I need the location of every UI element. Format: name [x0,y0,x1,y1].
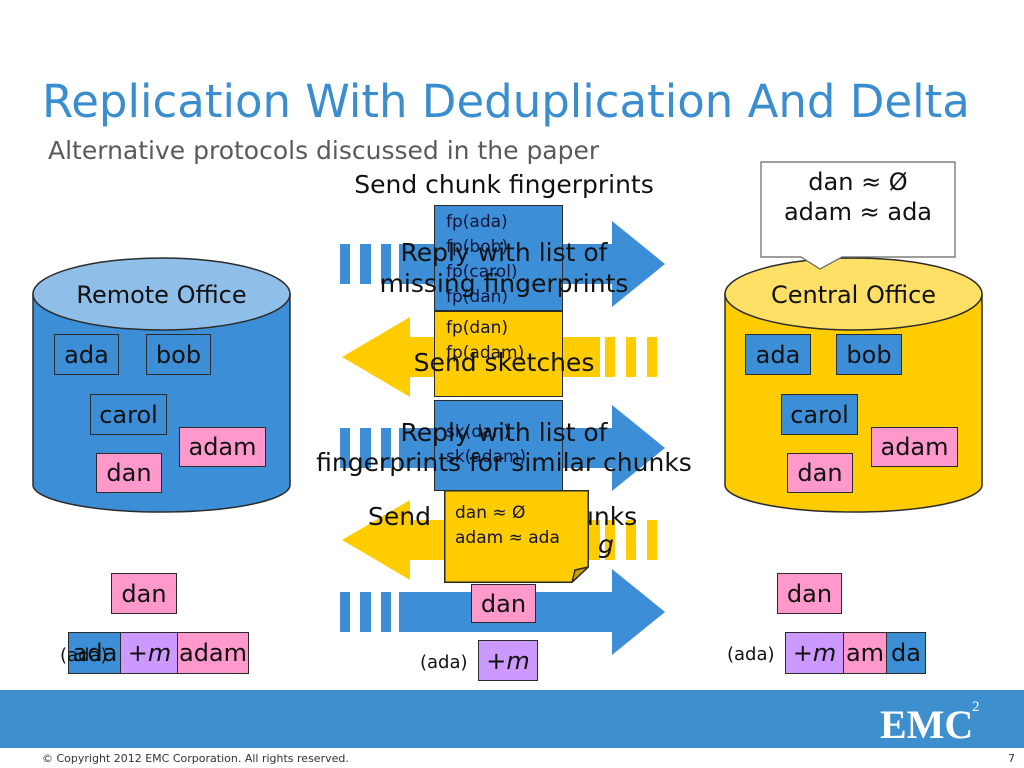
central-result-adam-fragment: am [843,632,887,674]
transfer-delta: +m [478,640,538,681]
arrow-dash [381,592,391,632]
sketch-entry: sk(adam) [446,447,527,467]
footer-band [0,690,1024,748]
remote-chunk-bob: bob [146,334,211,375]
fingerprint-entry: fp(ada) [446,212,508,232]
arrow-dash [626,520,636,560]
arrow-dash [647,337,657,377]
central-office-cylinder-top [724,257,983,331]
label-send-sketches: Send sketches [413,348,595,377]
missing-fingerprint-entry: fp(dan) [446,318,509,338]
arrow-dash [626,337,636,377]
central-chunk-ada: ada [745,334,811,375]
label-send-fingerprints: Send chunk fingerprints [354,170,654,199]
arrow-dash [340,244,350,284]
emc-logo: EMC [880,702,974,747]
note-fold [571,566,589,583]
page-number: 7 [1008,752,1015,765]
fingerprint-entry: fp(dan) [446,287,509,307]
callout-shape [760,161,956,270]
remote-result-base-chunk: ada [68,632,122,674]
arrow-dash [340,428,350,468]
label-send-chunks-start: Send [368,502,431,531]
transfer-chunk-dan: dan [471,584,536,623]
similarity-entry: dan ≈ Ø [455,503,526,523]
central-chunk-bob: bob [836,334,902,375]
arrow-dash [360,428,371,468]
label-reply-similar-line1: Reply with list of [400,418,608,447]
copyright-text: © Copyright 2012 EMC Corporation. All ri… [42,752,349,765]
remote-chunk-adam: adam [179,427,266,467]
delta-sign: + [486,646,507,675]
delta-sign: + [792,639,813,667]
central-result-chunk-dan: dan [777,573,842,614]
central-chunk-adam: adam [871,427,958,467]
label-reply-missing-line1: Reply with list of [400,238,608,267]
remote-office-cylinder-top [32,257,291,331]
remote-chunk-ada: ada [54,334,119,375]
fingerprints-message: fp(ada) fp(bob) fp(carol) fp(dan) [434,205,563,311]
similarity-entry: adam ≈ ada [455,528,560,548]
slide-title: Replication With Deduplication And Delta [42,75,970,128]
emc-logo-superscript: 2 [972,699,980,715]
remote-chunk-dan: dan [96,453,162,493]
note-shape [444,490,589,583]
arrow-dash [605,337,615,377]
remote-office-label: Remote Office [76,281,247,309]
arrow-dash [360,244,371,284]
sketches-message: sk(dan) sk(adam) [434,400,563,491]
delta-variable: m [506,646,530,675]
sketch-entry: sk(dan) [446,422,510,442]
callout-line: dan ≈ Ø [808,168,908,196]
central-chunk-dan: dan [787,453,853,493]
remote-result-chunk-dan: dan [111,573,177,614]
delta-variable: m [147,639,172,667]
similarity-note: dan ≈ Ø adam ≈ ada [444,490,589,583]
arrow-dash [647,520,657,560]
arrow-dash [381,244,391,284]
remote-result-base-ref: (ada) [60,645,108,666]
missing-fingerprints-message: fp(dan) fp(adam) [434,311,563,397]
fingerprint-entry: fp(bob) [446,237,509,257]
label-reply-similar-line2: fingerprints for similar chunks [316,448,692,477]
central-result-delta: +m [785,632,844,674]
transfer-base-ref: (ada) [420,652,468,673]
label-send-chunks-line2: g [598,530,614,559]
arrow-dash [605,520,615,560]
central-office-label: Central Office [770,281,937,309]
remote-result-delta: +m [120,632,179,674]
delta-variable: m [812,639,837,667]
fingerprint-entry: fp(carol) [446,262,518,282]
callout-line: adam ≈ ada [783,198,933,226]
central-chunk-carol: carol [781,394,858,435]
arrow-dash [360,592,371,632]
note-text: dan ≈ Ø adam ≈ ada [455,501,560,551]
missing-fingerprint-entry: fp(adam) [446,343,525,363]
remote-chunk-carol: carol [90,394,167,435]
arrow-dash [340,592,350,632]
central-result-base-fragment: da [886,632,926,674]
delta-sign: + [127,639,148,667]
slide-subtitle: Alternative protocols discussed in the p… [48,136,600,165]
label-reply-missing-line2: missing fingerprints [379,269,629,298]
central-result-base-ref: (ada) [727,644,775,665]
remote-result-adam: adam [177,632,249,674]
arrow-dash [381,428,391,468]
